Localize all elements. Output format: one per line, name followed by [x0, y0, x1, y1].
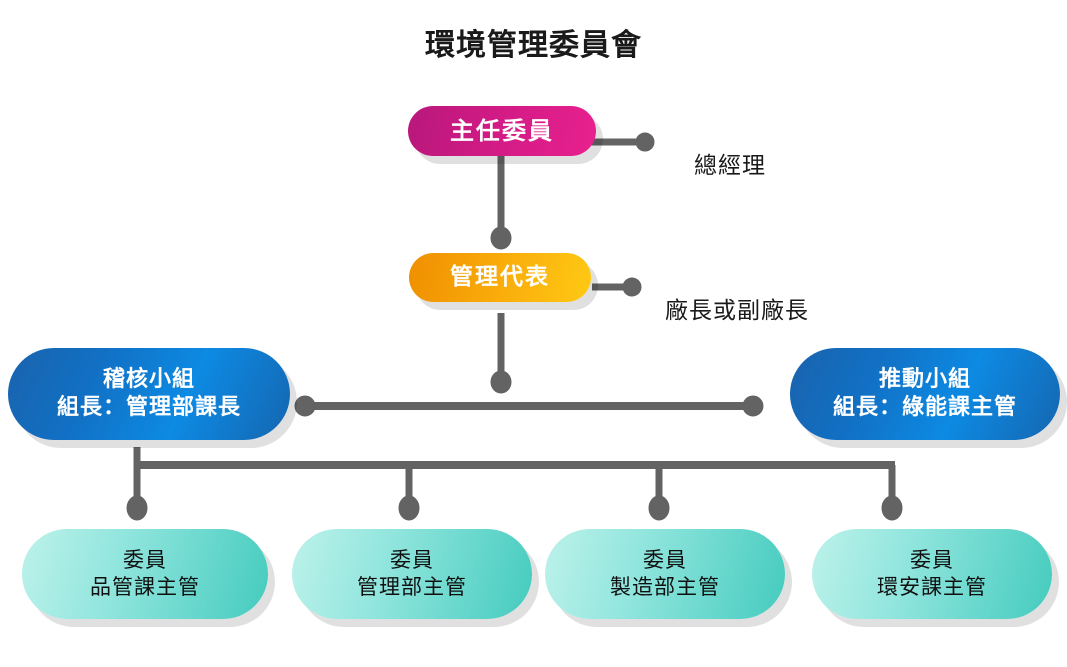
node-member-4[interactable]: 委員 環安課主管 — [812, 529, 1052, 619]
dot-member-2 — [398, 495, 420, 521]
annotation-chairman: 總經理 — [694, 153, 766, 179]
node-member-1-line1: 委員 — [123, 548, 167, 573]
node-audit-team[interactable]: 稽核小組 組長：管理部課長 — [8, 348, 290, 440]
node-member-3-line2: 製造部主管 — [610, 575, 720, 599]
node-chairman[interactable]: 主任委員 — [408, 106, 596, 156]
node-member-3[interactable]: 委員 製造部主管 — [545, 529, 785, 619]
node-member-1[interactable]: 委員 品管課主管 — [22, 529, 268, 619]
node-audit-team-line1: 稽核小組 — [102, 366, 195, 392]
node-promotion-team-line2: 組長：綠能課主管 — [832, 395, 1017, 420]
node-member-2-line2: 管理部主管 — [357, 575, 467, 599]
dot-member-3 — [648, 495, 670, 521]
dot-promotion-team-left — [742, 395, 764, 417]
node-promotion-team-line1: 推動小組 — [878, 366, 971, 392]
node-member-2-line1: 委員 — [390, 548, 434, 573]
node-member-4-line1: 委員 — [910, 548, 954, 573]
node-member-4-line2: 環安課主管 — [877, 575, 987, 599]
node-chairman-line1: 主任委員 — [450, 116, 554, 145]
node-member-3-line1: 委員 — [643, 548, 687, 573]
dot-teams-junction — [490, 370, 512, 394]
annotation-management-rep: 廠長或副廠長 — [665, 298, 809, 324]
dot-member-4 — [881, 495, 903, 521]
node-member-2[interactable]: 委員 管理部主管 — [292, 529, 532, 619]
node-promotion-team[interactable]: 推動小組 組長：綠能課主管 — [790, 348, 1060, 440]
node-management-rep[interactable]: 管理代表 — [409, 253, 591, 302]
node-management-rep-line1: 管理代表 — [450, 263, 550, 290]
node-member-1-line2: 品管課主管 — [90, 575, 200, 599]
dot-management-rep-top — [490, 226, 512, 250]
node-audit-team-line2: 組長：管理部課長 — [56, 395, 241, 420]
dot-rep-annotation — [622, 277, 642, 297]
dot-chairman-annotation — [635, 132, 655, 152]
dot-member-1 — [126, 495, 148, 521]
dot-audit-team-right — [294, 395, 316, 417]
page-title: 環境管理委員會 — [425, 28, 642, 63]
